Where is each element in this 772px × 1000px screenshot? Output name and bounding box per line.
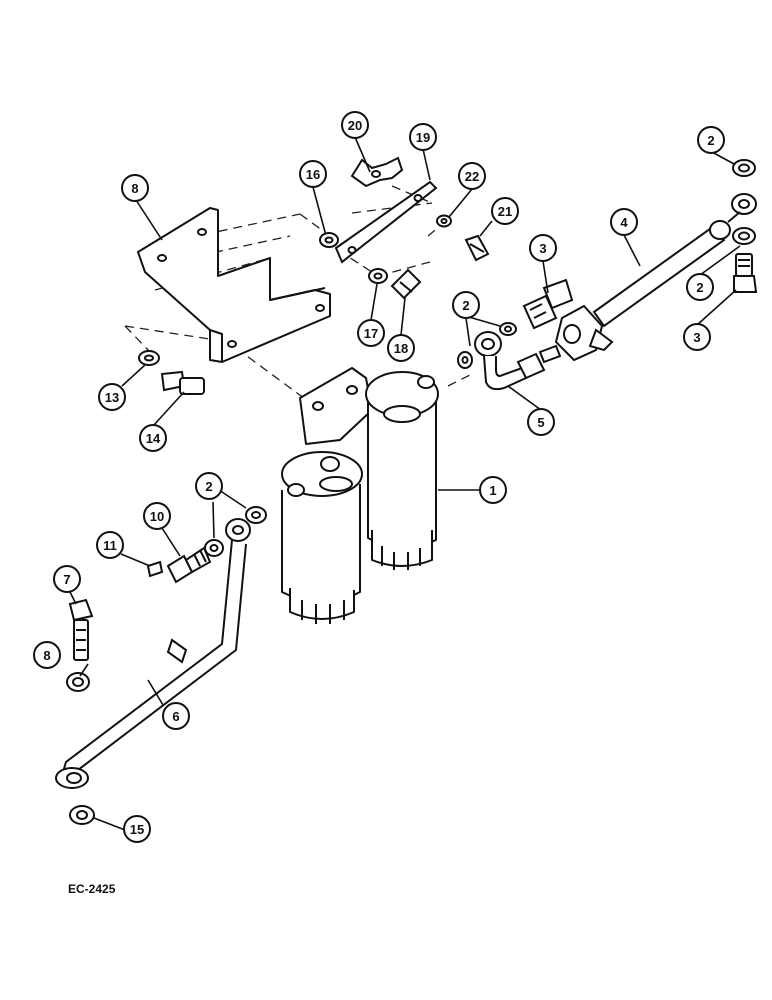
callout-label-3-right: 3	[693, 330, 700, 345]
fuel-filter-assembly	[281, 367, 439, 624]
callout-label-20: 20	[348, 118, 362, 133]
washer-17	[368, 268, 388, 284]
callout-label-22: 22	[465, 169, 479, 184]
callout-19: 19	[409, 123, 437, 151]
callout-21: 21	[491, 197, 519, 225]
callout-10: 10	[143, 502, 171, 530]
callout-16: 16	[299, 160, 327, 188]
plug-11	[146, 560, 164, 578]
callout-label-2-left: 2	[205, 479, 212, 494]
callout-label-2-middle: 2	[462, 298, 469, 313]
banjo-bolt-3-middle	[522, 278, 574, 330]
callout-label-3-middle: 3	[539, 241, 546, 256]
drawing-code: EC-2425	[68, 882, 116, 896]
callout-label-12: 8	[131, 181, 138, 196]
callout-17: 17	[357, 319, 385, 347]
washer-15	[69, 805, 95, 825]
washer-2-pipe	[457, 351, 473, 369]
callout-4: 4	[610, 208, 638, 236]
callout-7: 7	[53, 565, 81, 593]
callout-2-middle: 2	[452, 291, 480, 319]
bolt-21	[464, 234, 490, 262]
washer-2-left-a	[245, 506, 267, 524]
callout-label-5: 5	[537, 415, 544, 430]
callout-6: 6	[162, 702, 190, 730]
callout-20: 20	[341, 111, 369, 139]
callout-2-top-right: 2	[697, 126, 725, 154]
banjo-bolt-3-right	[733, 253, 758, 293]
callout-label-15: 15	[130, 822, 144, 837]
callout-label-1: 1	[489, 483, 496, 498]
callout-12: 8	[121, 174, 149, 202]
callout-8: 8	[33, 641, 61, 669]
clip	[350, 156, 404, 188]
callout-label-2-top-right: 2	[707, 133, 714, 148]
callout-label-13: 13	[105, 390, 119, 405]
callout-13: 13	[98, 383, 126, 411]
leader-lines	[69, 136, 741, 831]
washer-22	[436, 214, 452, 228]
callout-label-17: 17	[364, 326, 378, 341]
callout-11: 11	[96, 531, 124, 559]
callout-2-right: 2	[686, 273, 714, 301]
bolt-18	[390, 268, 422, 300]
callout-18: 18	[387, 334, 415, 362]
callout-14: 14	[139, 424, 167, 452]
callout-label-21: 21	[498, 204, 512, 219]
callout-label-7: 7	[63, 572, 70, 587]
mounting-bracket	[137, 207, 331, 363]
flat-plate	[334, 180, 438, 264]
callout-3-middle: 3	[529, 234, 557, 262]
callout-label-10: 10	[150, 509, 164, 524]
callout-label-4: 4	[620, 215, 628, 230]
callout-22: 22	[458, 162, 486, 190]
callout-2-left: 2	[195, 472, 223, 500]
callout-3-right: 3	[683, 323, 711, 351]
callout-label-19: 19	[416, 130, 430, 145]
callout-label-11: 11	[103, 538, 117, 553]
washer-2-middle	[499, 322, 517, 336]
bent-pipe	[474, 331, 562, 391]
callout-label-14: 14	[146, 431, 161, 446]
fuel-hose	[554, 193, 757, 362]
washer-2-right	[732, 227, 756, 245]
callout-label-16: 16	[306, 167, 320, 182]
banjo-bolt-7	[68, 598, 94, 661]
callout-label-2-right: 2	[696, 280, 703, 295]
washer-2-left-b	[204, 539, 224, 557]
washer-13	[138, 350, 160, 366]
washer-16	[319, 232, 339, 248]
callout-5: 5	[527, 408, 555, 436]
callout-15: 15	[123, 815, 151, 843]
bolt-14	[160, 370, 205, 395]
fuel-pipe	[55, 518, 251, 789]
banjo-bolt-10	[166, 546, 212, 584]
callout-label-6: 6	[172, 709, 179, 724]
washer-2-top-right	[732, 159, 756, 177]
callout-1: 1	[479, 476, 507, 504]
callout-label-8: 8	[43, 648, 50, 663]
callout-label-18: 18	[394, 341, 408, 356]
washer-8	[66, 672, 90, 692]
